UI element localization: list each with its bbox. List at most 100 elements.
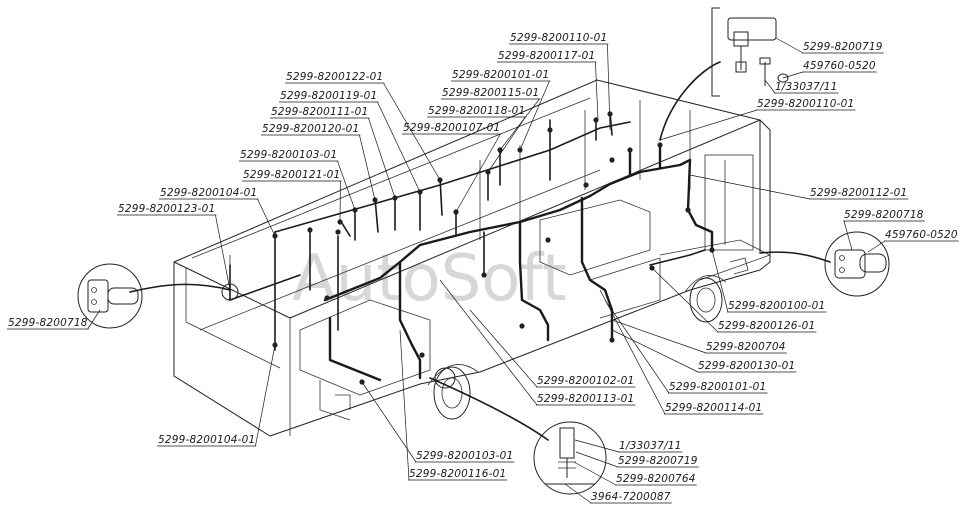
leader-line <box>455 133 501 213</box>
part-number: 5299-8200122-01 <box>286 71 383 83</box>
leader-line <box>257 198 276 237</box>
leader-line <box>611 319 707 354</box>
leader-line <box>595 61 599 121</box>
part-label: 5299-8200126-01 <box>651 267 817 333</box>
leader-line <box>368 117 396 199</box>
part-label: 5299-8200121-01 <box>242 169 342 223</box>
rear-connector-cable <box>129 283 231 293</box>
part-label: 5299-8200111-01 <box>270 106 396 199</box>
part-number: 5299-8200117-01 <box>498 50 595 62</box>
mid-compartment <box>539 199 651 276</box>
part-number: 5299-8200112-01 <box>810 187 907 199</box>
middle-harness <box>518 220 550 342</box>
leader-line <box>782 71 804 79</box>
main-harness <box>323 158 692 302</box>
leader-line <box>383 82 441 181</box>
part-label: 5299-8200104-01 <box>157 344 276 447</box>
part-label: 5299-8200101-01 <box>604 299 768 394</box>
ground-detail <box>434 367 607 495</box>
leader-line <box>689 174 811 200</box>
bus-body <box>173 79 772 437</box>
part-number: 5299-8200719 <box>618 455 698 467</box>
leader-line <box>611 329 699 373</box>
leader-line <box>439 279 538 406</box>
part-label: 5299-8200719 <box>775 37 884 54</box>
part-label: 5299-8200112-01 <box>689 174 909 200</box>
part-label: 5299-8200107-01 <box>402 122 502 213</box>
front-harness <box>686 158 714 252</box>
leader-line <box>867 240 886 253</box>
part-number: 3964-7200087 <box>591 491 671 503</box>
part-label: 5299-8200719 <box>575 451 699 468</box>
part-number: 459760-0520 <box>885 229 958 241</box>
part-number: 5299-8200113-01 <box>537 393 634 405</box>
part-label: 459760-0520 <box>782 60 877 79</box>
part-label: 5299-8200102-01 <box>469 309 636 388</box>
part-number: 5299-8200718 <box>844 209 924 221</box>
rear-connector-detail <box>77 263 239 329</box>
part-label: 5299-8200103-01 <box>361 381 515 463</box>
part-label: 5299-8200115-01 <box>441 87 541 151</box>
part-number: 5299-8200718 <box>8 317 88 329</box>
leader-line <box>255 344 276 447</box>
part-number: 5299-8200107-01 <box>403 122 500 134</box>
leader-line <box>651 267 719 333</box>
part-label: 1/33037/11 <box>574 439 683 453</box>
part-number: 5299-8200121-01 <box>243 169 340 181</box>
part-number: 5299-8200119-01 <box>280 90 377 102</box>
part-label: 5299-8200114-01 <box>599 289 764 415</box>
part-number: 5299-8200123-01 <box>118 203 215 215</box>
watermark: AutoSoft <box>292 242 567 316</box>
leader-line <box>469 309 538 388</box>
leader-line <box>399 329 410 481</box>
part-number: 5299-8200114-01 <box>665 402 762 414</box>
part-label: 5299-8200718 <box>7 309 101 330</box>
leader-line <box>377 101 421 193</box>
leader-line <box>599 289 666 415</box>
top-detail-cable <box>659 61 721 141</box>
leader-line <box>607 43 611 131</box>
part-label: 5299-8200130-01 <box>611 329 797 373</box>
rear-wheel <box>433 366 471 420</box>
part-label: 5299-8200100-01 <box>711 249 827 313</box>
leader-line <box>775 37 804 54</box>
part-label: 5299-8200110-01 <box>509 32 611 131</box>
part-label: 5299-8200122-01 <box>285 71 441 181</box>
part-number: 5299-8200130-01 <box>698 360 795 372</box>
part-number: 5299-8200102-01 <box>537 375 634 387</box>
part-number: 5299-8200719 <box>803 41 883 53</box>
front-door <box>704 154 754 251</box>
part-number-labels: 5299-8200110-015299-8200117-015299-82001… <box>7 32 959 504</box>
rear-top-edge <box>173 261 291 319</box>
part-number: 1/33037/11 <box>775 81 838 93</box>
dashboard <box>659 239 772 281</box>
part-label: 5299-8200120-01 <box>261 123 376 201</box>
leader-line <box>574 439 620 453</box>
leader-line <box>499 98 540 151</box>
part-number: 5299-8200126-01 <box>718 320 815 332</box>
part-label: 3964-7200087 <box>564 483 672 504</box>
leader-line <box>359 134 376 201</box>
part-label: 5299-8200118-01 <box>427 105 527 173</box>
part-label: 5299-8200718 <box>843 209 925 251</box>
part-number: 5299-8200110-01 <box>757 98 854 110</box>
front-connector-detail <box>824 231 890 297</box>
part-label: 5299-8200103-01 <box>239 149 356 211</box>
part-number: 5299-8200101-01 <box>452 69 549 81</box>
bottom-connector-cable <box>429 377 549 441</box>
leader-line <box>575 451 619 468</box>
part-number: 5299-8200111-01 <box>271 106 368 118</box>
part-number: 5299-8200104-01 <box>158 434 255 446</box>
part-number: 5299-8200104-01 <box>160 187 257 199</box>
rear-compartment <box>299 299 431 396</box>
wiring-harnesses <box>129 61 831 441</box>
leader-line <box>843 220 853 251</box>
part-label: 5299-8200110-01 <box>659 98 856 141</box>
rear-panel <box>173 262 271 437</box>
rear-vertical-harness <box>398 260 422 380</box>
floor-edge <box>269 269 761 437</box>
part-label: 1/33037/11 <box>764 79 839 94</box>
front-mid-harness <box>580 196 614 342</box>
leader-line <box>337 160 356 211</box>
